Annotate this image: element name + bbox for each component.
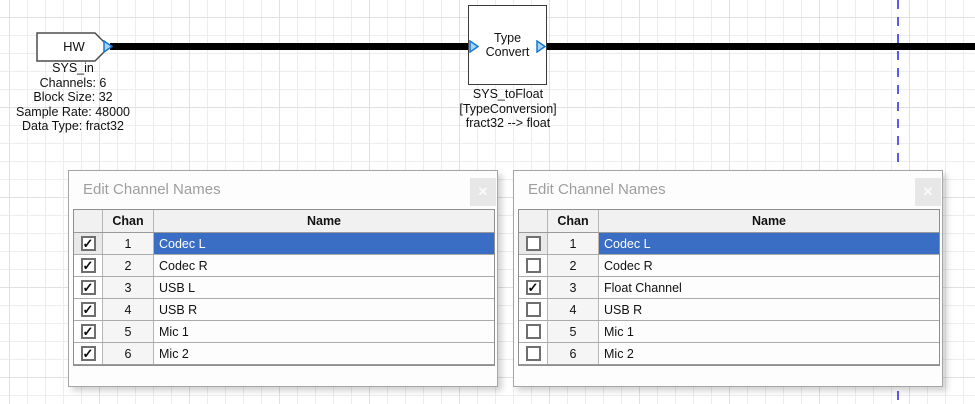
checkbox-cell[interactable]: ✓ — [74, 321, 103, 342]
close-icon[interactable]: ✕ — [470, 178, 496, 206]
checked-checkbox-icon[interactable]: ✓ — [80, 236, 96, 251]
checked-checkbox-icon[interactable]: ✓ — [80, 302, 96, 317]
name-cell[interactable]: USB R — [154, 299, 494, 320]
table-header-row: Chan Name — [74, 210, 494, 233]
wire-typeconvert-out[interactable] — [545, 43, 975, 50]
checkbox-cell[interactable] — [519, 343, 548, 364]
name-cell[interactable]: USB L — [154, 277, 494, 298]
name-cell[interactable]: Mic 2 — [599, 343, 939, 364]
name-header-cell: Name — [599, 210, 939, 232]
unchecked-checkbox-icon[interactable] — [525, 258, 541, 273]
chan-cell: 3 — [103, 277, 154, 298]
name-cell[interactable]: Codec R — [154, 255, 494, 276]
chan-cell: 1 — [103, 233, 154, 254]
checkbox-header-cell — [519, 210, 548, 232]
name-cell[interactable]: Mic 1 — [599, 321, 939, 342]
checkbox-header-cell — [74, 210, 103, 232]
checkbox-cell[interactable]: ✓ — [519, 277, 548, 298]
hw-block-shape[interactable] — [36, 32, 112, 62]
type-convert-caption: SYS_toFloat [TypeConversion] fract32 -->… — [459, 87, 557, 131]
checkbox-cell[interactable] — [519, 233, 548, 254]
unchecked-checkbox-icon[interactable] — [525, 346, 541, 361]
chan-cell: 4 — [548, 299, 599, 320]
checked-checkbox-icon[interactable]: ✓ — [80, 346, 96, 361]
name-cell[interactable]: Codec L — [154, 233, 494, 254]
type-convert-label-line1: Type — [493, 31, 522, 45]
checkbox-cell[interactable] — [519, 255, 548, 276]
chan-cell: 6 — [548, 343, 599, 364]
unchecked-checkbox-icon[interactable] — [525, 302, 541, 317]
chan-header-cell: Chan — [548, 210, 599, 232]
checkbox-cell[interactable]: ✓ — [74, 255, 103, 276]
wire-hw-to-typeconvert[interactable] — [110, 43, 468, 50]
chan-cell: 6 — [103, 343, 154, 364]
type-convert-block[interactable]: Type Convert — [468, 5, 547, 85]
chan-cell: 2 — [103, 255, 154, 276]
checkbox-cell[interactable]: ✓ — [74, 277, 103, 298]
unchecked-checkbox-icon[interactable] — [525, 324, 541, 339]
chan-cell: 5 — [548, 321, 599, 342]
close-icon[interactable]: ✕ — [915, 178, 941, 206]
chan-header-cell: Chan — [103, 210, 154, 232]
name-header-cell: Name — [154, 210, 494, 232]
table-header-row: Chan Name — [519, 210, 939, 233]
name-cell[interactable]: Float Channel — [599, 277, 939, 298]
checked-checkbox-icon[interactable]: ✓ — [80, 280, 96, 295]
type-convert-output-port-icon[interactable] — [536, 40, 546, 53]
checkbox-cell[interactable]: ✓ — [74, 233, 103, 254]
checkbox-cell[interactable] — [519, 299, 548, 320]
checked-checkbox-icon[interactable]: ✓ — [80, 324, 96, 339]
chan-cell: 1 — [548, 233, 599, 254]
name-cell[interactable]: Mic 1 — [154, 321, 494, 342]
checkbox-cell[interactable]: ✓ — [74, 299, 103, 320]
chan-cell: 3 — [548, 277, 599, 298]
checkbox-cell[interactable] — [519, 321, 548, 342]
checkbox-cell[interactable]: ✓ — [74, 343, 103, 364]
type-convert-input-port-icon[interactable] — [469, 40, 479, 53]
hw-block-caption: SYS_in Channels: 6 Block Size: 32 Sample… — [16, 61, 130, 134]
dialog-title: Edit Channel Names — [83, 181, 221, 198]
chan-cell: 2 — [548, 255, 599, 276]
hw-block-label[interactable]: HW — [63, 39, 85, 54]
hw-output-port-icon[interactable] — [103, 40, 113, 53]
checked-checkbox-icon[interactable]: ✓ — [525, 280, 541, 295]
unchecked-checkbox-icon[interactable] — [525, 236, 541, 251]
name-cell[interactable]: Mic 2 — [154, 343, 494, 364]
chan-cell: 4 — [103, 299, 154, 320]
type-convert-label-line2: Convert — [485, 45, 530, 59]
name-cell[interactable]: USB R — [599, 299, 939, 320]
name-cell[interactable]: Codec R — [599, 255, 939, 276]
name-cell[interactable]: Codec L — [599, 233, 939, 254]
chan-cell: 5 — [103, 321, 154, 342]
dialog-title: Edit Channel Names — [528, 181, 666, 198]
checked-checkbox-icon[interactable]: ✓ — [80, 258, 96, 273]
